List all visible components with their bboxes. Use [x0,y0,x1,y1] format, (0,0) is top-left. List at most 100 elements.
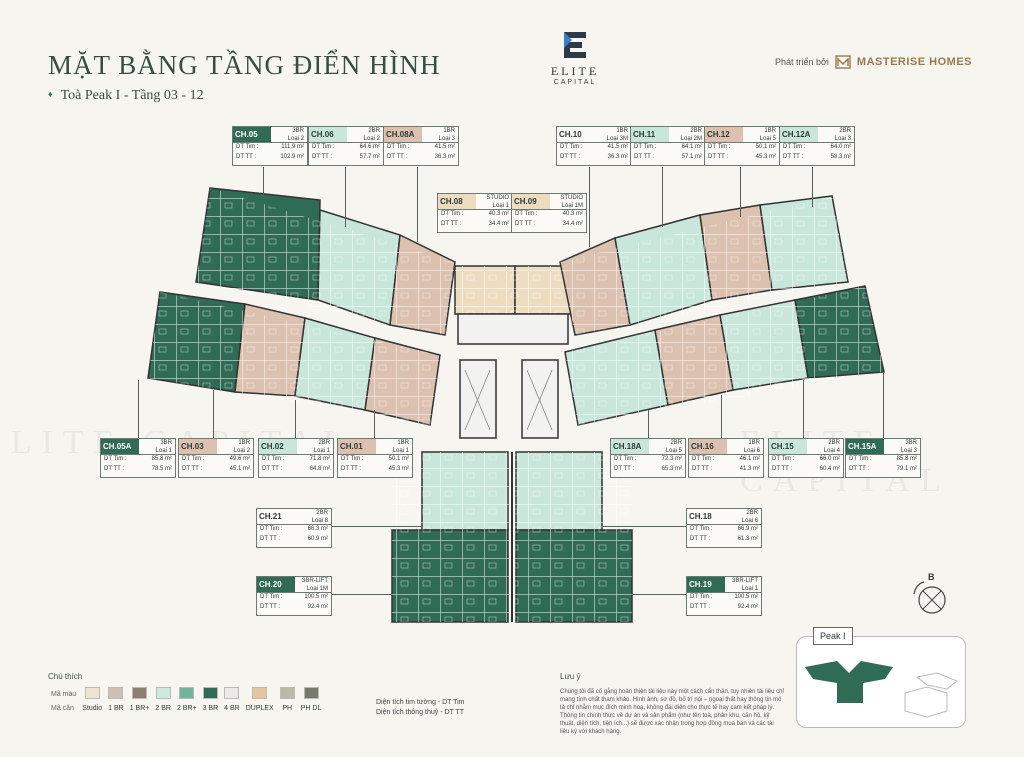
compass-label: B [928,572,935,582]
legend-item-label: 4 BR [224,705,240,712]
area-net-label: DT TT : [634,153,655,160]
unit-area-net: 65.3 m² [661,465,682,472]
unit-beds: 3BR [160,440,172,446]
area-gross-label: DT Tim : [236,144,259,150]
unit-area-net: 34.4 m² [562,220,583,227]
unit-area-gross: 50.1 m² [388,456,409,462]
unit-type: Loại 1M [306,585,328,592]
area-gross-label: DT Tim : [104,456,127,462]
wing-bottom [391,451,633,623]
area-gross-label: DT Tim : [387,144,410,150]
compass: B [910,572,954,625]
area-net-label: DT TT : [312,153,333,160]
unit-area-net: 60.4 m² [819,465,840,472]
legend-item-label: DUPLEX [245,705,274,712]
unit-beds: 2BR [318,440,330,446]
area-gross-label: DT Tim : [614,456,637,462]
unit-type: Loại 1 [741,585,758,592]
unit-beds: 1BR [748,440,760,446]
unit-beds: 3BR [905,440,917,446]
unit-type: Loại 6 [743,447,760,454]
area-gross-label: DT Tim : [260,594,283,600]
area-net-label: DT TT : [849,465,870,472]
area-net-label: DT TT : [262,465,283,472]
legend-item-label: 2 BR+ [176,705,197,712]
unit-code: CH.10 [557,127,595,142]
unit-beds: 2BR [746,510,758,516]
key-map-label: Peak I [813,627,853,645]
unit-type: Loại 5 [665,447,682,454]
unit-area-net: 79.1 m² [896,465,917,472]
wing-upper-left [195,187,456,336]
area-net-label: DT TT : [260,535,281,542]
area-gross-label: DT Tim : [783,144,806,150]
area-gross-label: DT Tim : [849,456,872,462]
legend-swatch-cell [221,685,243,703]
area-gross-label: DT Tim : [692,456,715,462]
logo-main-text: ELITE [550,64,600,78]
legend-item-label: 1 BR [108,705,124,712]
unit-code: CH.15 [769,439,807,454]
unit-code: CH.05 [233,127,271,142]
wing-upper-right [559,195,849,336]
unit-area-gross: 40.3 m² [488,211,509,217]
compass-icon [913,581,946,614]
area-net-label: DT TT : [515,220,536,227]
area-gross-def: Diện tích tim tường - DT Tim [376,699,465,706]
unit-area-net: 45.1 m² [229,465,250,472]
unit-type: Loại 1 [492,202,509,209]
legend-swatch [108,687,124,699]
area-gross-label: DT Tim : [182,456,205,462]
legend-item-label: 2 BR [155,705,171,712]
legend-heading: Chú thích [48,672,83,681]
legend-row2-label: Mã căn [51,705,74,712]
unit-area-net: 57.1 m² [681,153,702,160]
area-gross-label: DT Tim : [341,456,364,462]
unit-area-gross: 66.9 m² [737,526,758,532]
legend-swatch-cell [105,685,127,703]
legend-row1-label: Mã màu [51,690,77,698]
key-map-drawing [805,661,958,718]
area-net-label: DT TT : [560,153,581,160]
unit-type: Loại 2 [287,135,304,142]
area-definitions: Diện tích tim tường - DT Tim Diện tích t… [376,698,465,718]
unit-beds: 1BR [443,128,455,134]
unit-code: CH.18 [687,509,725,524]
unit-type: Loại 3M [606,135,628,142]
legend-swatch-cell [152,685,174,703]
unit-area-gross: 64.1 m² [681,144,702,150]
area-gross-label: DT Tim : [441,211,464,217]
unit-beds: STUDIO [560,195,583,201]
area-gross-label: DT Tim : [690,526,713,532]
logo-sub-text: CAPITAL [553,79,597,86]
unit-area-gross: 111.9 m² [281,144,304,150]
legend-swatch-cell [200,685,222,703]
wing-lower-right [564,285,885,426]
area-gross-label: DT Tim : [515,211,538,217]
unit-beds: 3BR-LIFT [731,578,758,584]
unit-code: CH.18A [611,439,649,454]
legend-item-label: Studio [82,705,103,712]
legend-swatch-cell [127,685,153,703]
unit-area-net: 45.3 m² [755,153,776,160]
developer-prefix: Phát triển bởi [774,57,829,67]
legend-swatch [179,687,195,699]
unit-beds: 1BR [616,128,628,134]
unit-code: CH.20 [257,577,295,592]
unit-area-gross: 49.6 m² [229,456,250,462]
unit-beds: 3BR-LIFT [301,578,328,584]
unit-area-net: 58.3 m² [830,153,851,160]
key-map: Peak I [796,627,966,728]
unit-code: CH.16 [689,439,727,454]
